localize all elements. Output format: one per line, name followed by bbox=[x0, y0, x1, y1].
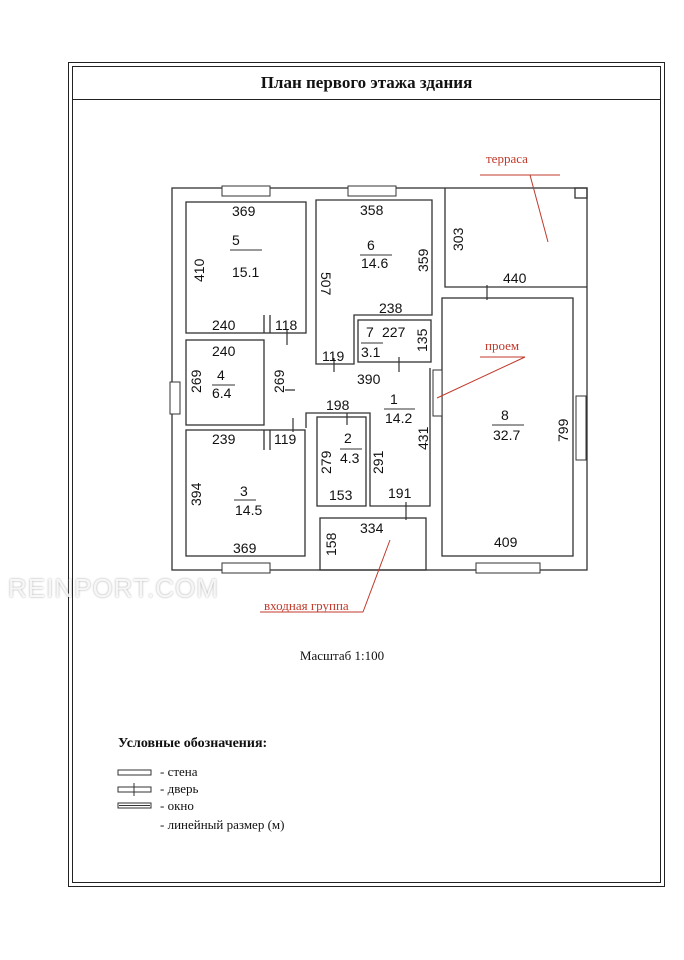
legend-item-door: - дверь bbox=[160, 781, 199, 796]
room-number: 3 bbox=[240, 483, 248, 499]
window bbox=[575, 395, 587, 461]
dim-label: 191 bbox=[388, 485, 412, 501]
dim-label: 410 bbox=[191, 258, 207, 282]
room-3-walls bbox=[185, 429, 306, 557]
page-title: План первого этажа здания bbox=[73, 67, 660, 100]
dim-label: 240 bbox=[212, 343, 236, 359]
room-number: 1 bbox=[390, 391, 398, 407]
dim-label: 431 bbox=[415, 426, 431, 450]
opening bbox=[432, 369, 443, 417]
dim-label: 135 bbox=[414, 328, 430, 352]
entrance-walls bbox=[319, 517, 427, 571]
dim-label: 394 bbox=[188, 482, 204, 506]
dim-label: 358 bbox=[360, 202, 384, 218]
window bbox=[347, 185, 397, 197]
legend-item-dimension: - линейный размер (м) bbox=[160, 817, 285, 832]
dim-label: 359 bbox=[415, 248, 431, 272]
room-7-walls bbox=[357, 319, 432, 363]
legend-title: Условные обозначения: bbox=[118, 736, 268, 751]
room-number: 6 bbox=[367, 237, 375, 253]
room-5-walls bbox=[185, 201, 307, 334]
dim-label: 153 bbox=[329, 487, 353, 503]
room-number: 4 bbox=[217, 367, 225, 383]
dim-label: 409 bbox=[494, 534, 518, 550]
dim-label: 119 bbox=[322, 348, 345, 364]
legend-symbols bbox=[117, 769, 152, 809]
partition-walls bbox=[263, 315, 271, 450]
room-area: 14.2 bbox=[385, 410, 412, 426]
frame-inner: План первого этажа здания bbox=[72, 66, 661, 883]
legend-item-wall: - стена bbox=[160, 764, 198, 779]
room-2-walls bbox=[316, 416, 367, 507]
dim-label: 369 bbox=[233, 540, 257, 556]
room-area: 14.5 bbox=[235, 502, 262, 518]
room-number: 5 bbox=[232, 232, 240, 248]
dim-label: 799 bbox=[555, 418, 571, 442]
dim-label: 303 bbox=[450, 227, 466, 251]
room-area: 3.1 bbox=[361, 344, 381, 360]
room-4-walls bbox=[185, 339, 265, 426]
page-frame: План первого этажа здания bbox=[68, 62, 665, 887]
window bbox=[221, 562, 271, 574]
room-area: 6.4 bbox=[212, 385, 232, 401]
dim-label: 198 bbox=[326, 397, 350, 413]
windows bbox=[169, 185, 587, 574]
dim-label: 334 bbox=[360, 520, 384, 536]
terrace-post bbox=[574, 187, 588, 199]
dim-label: 279 bbox=[318, 450, 334, 474]
room-6-walls bbox=[315, 199, 433, 365]
dim-label: 239 bbox=[212, 431, 236, 447]
window bbox=[221, 185, 271, 197]
room-area: 32.7 bbox=[493, 427, 520, 443]
window bbox=[169, 381, 181, 415]
dim-label: 119 bbox=[274, 431, 297, 447]
dim-label: 390 bbox=[357, 371, 381, 387]
dim-label: 158 bbox=[323, 532, 339, 556]
leader-lines bbox=[260, 174, 560, 613]
window bbox=[475, 562, 541, 574]
dim-label: 269 bbox=[271, 369, 287, 393]
room-area: 14.6 bbox=[361, 255, 388, 271]
dim-label: 240 bbox=[212, 317, 236, 333]
annotation-opening: проем bbox=[485, 338, 519, 353]
room-8-walls bbox=[441, 297, 574, 557]
room-number: 7 bbox=[366, 324, 374, 340]
annotation-entrance: входная группа bbox=[264, 598, 349, 613]
dim-label: 227 bbox=[382, 324, 406, 340]
legend-wall-symbol bbox=[117, 769, 152, 776]
dim-label: 238 bbox=[379, 300, 403, 316]
dim-label: 291 bbox=[370, 450, 386, 474]
doors bbox=[285, 285, 488, 520]
dim-label: 507 bbox=[318, 272, 334, 296]
room-1-walls bbox=[305, 368, 431, 507]
watermark: REINPORT.COM bbox=[8, 573, 219, 603]
room-number: 8 bbox=[501, 407, 509, 423]
annotation-terrace: терраса bbox=[486, 151, 528, 166]
dim-label: 269 bbox=[188, 369, 204, 393]
dim-label: 118 bbox=[275, 317, 298, 333]
room-area: 4.3 bbox=[340, 450, 360, 466]
scale-label: Масштаб 1:100 bbox=[299, 648, 385, 663]
room-number: 2 bbox=[344, 430, 352, 446]
room-area: 15.1 bbox=[232, 264, 259, 280]
terrace-walls bbox=[444, 188, 587, 288]
dim-label: 369 bbox=[232, 203, 256, 219]
dim-label: 440 bbox=[503, 270, 527, 286]
legend-item-window: - окно bbox=[160, 798, 194, 813]
